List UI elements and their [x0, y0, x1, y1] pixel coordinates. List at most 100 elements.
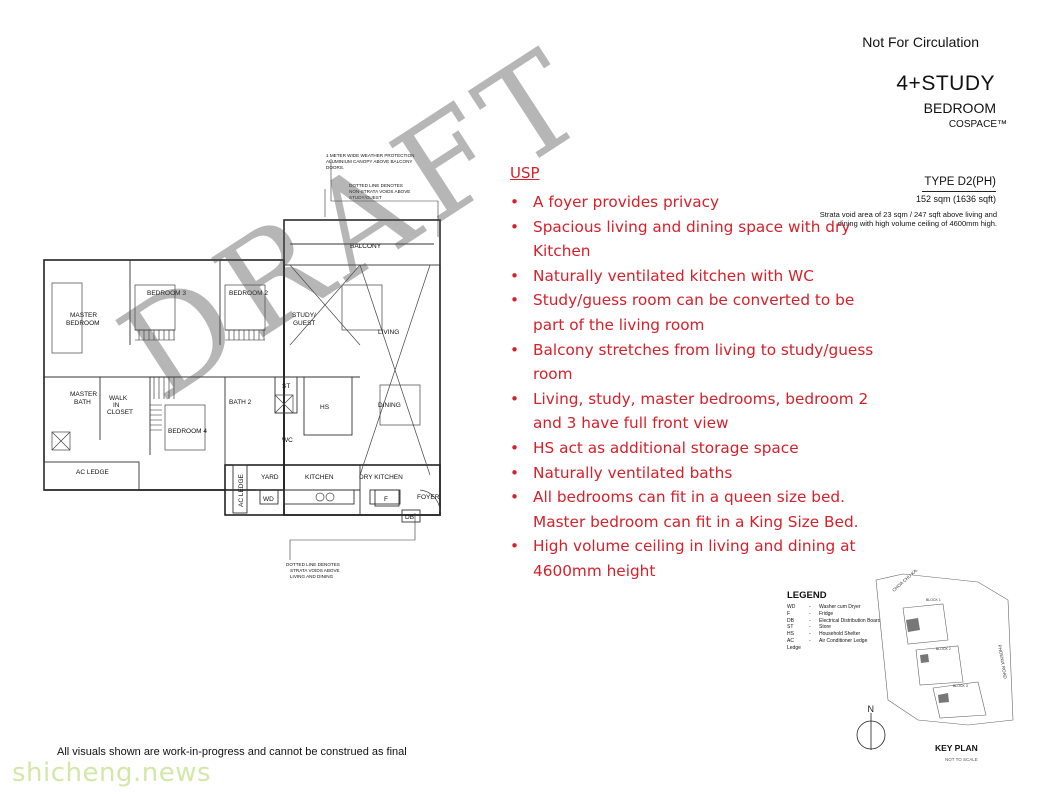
legend-desc: Air Conditioner Ledge — [819, 637, 868, 644]
room-label-master-bath: MASTER — [70, 391, 97, 398]
room-label-kitchen: KITCHEN — [305, 474, 334, 481]
room-label-study: GUEST — [293, 320, 315, 327]
legend-desc: Fridge — [819, 610, 834, 617]
legend-row: AC Ledge-Air Conditioner Ledge — [787, 637, 868, 651]
legend-code: HS — [787, 631, 794, 638]
balcony-box — [283, 219, 441, 266]
room-label-master-bedroom: MASTER — [70, 312, 97, 319]
canopy-note: 1 METER WIDE WEATHER PROTECTION — [326, 153, 414, 158]
room-label-bath-2: BATH 2 — [229, 399, 252, 406]
legend-row: WD-Washer cum Dryer — [787, 604, 861, 610]
canopy-note: DOORS. — [326, 165, 344, 170]
legend-title: LEGEND — [787, 590, 827, 601]
usp-item: A foyer provides privacy — [510, 190, 890, 215]
room-label-fridge: F — [384, 496, 388, 503]
dotted-note: DOTTED LINE DENOTES — [349, 183, 403, 188]
room-label-living: LIVING — [378, 329, 399, 336]
room-label-walk-in: WALK — [109, 395, 128, 402]
usp-item: Living, study, master bedrooms, bedroom … — [510, 387, 890, 436]
block-label: BLOCK 1 — [926, 598, 941, 602]
usp-item: All bedrooms can fit in a queen size bed… — [510, 485, 890, 534]
room-label-master-bath: BATH — [74, 399, 91, 406]
type-underline — [922, 191, 996, 192]
strata-void-note: DOTTED LINE DENOTES — [286, 562, 340, 567]
unit-highlight — [906, 618, 920, 632]
room-label-yard: YARD — [261, 474, 279, 481]
room-label-walk-in: IN — [113, 402, 120, 409]
ac-ledge-box — [43, 461, 140, 491]
road-label: CHOA CHU KANG ROAD — [891, 570, 934, 593]
ac-ledge-side-box — [232, 464, 248, 514]
strata-note: Strata void area of 23 sqm / 247 sqft ab… — [819, 210, 997, 229]
room-label-master-bedroom: BEDROOM — [66, 320, 100, 327]
north-label: N — [868, 704, 875, 714]
usp-item: Naturally ventilated baths — [510, 461, 890, 486]
usp-title: USP — [510, 164, 540, 182]
room-label-store: ST — [282, 383, 290, 390]
strata-void-note: STRATA VOIDS ABOVE — [290, 568, 340, 573]
fridge-box — [374, 489, 400, 507]
key-plan-map: CHOA CHU KANG ROAD PHOENIX ROAD BLOCK 1 … — [856, 570, 1014, 750]
legend-desc: Household Shelter — [819, 631, 861, 638]
key-plan-scale: NOT TO SCALE — [945, 757, 978, 762]
legend-desc: Washer cum Dryer — [819, 604, 861, 610]
usp-item: HS act as additional storage space — [510, 436, 890, 461]
legend-row: ST-Store — [787, 624, 831, 631]
washer-box — [259, 489, 279, 505]
usp-item: Study/guess room can be converted to be … — [510, 288, 890, 337]
unit-title: 4+STUDY — [896, 72, 995, 95]
room-label-bedroom-2: BEDROOM 2 — [229, 290, 268, 297]
room-label-ac-ledge: AC LEDGE — [76, 469, 110, 476]
legend-code: F — [787, 610, 791, 617]
legend-row: HS-Household Shelter — [787, 631, 861, 638]
legend-code: WD — [787, 604, 796, 610]
room-label-bedroom-3: BEDROOM 3 — [147, 290, 186, 297]
db-box — [401, 509, 421, 523]
key-plan-label: KEY PLAN — [935, 743, 978, 753]
room-label-study: STUDY/ — [292, 312, 316, 319]
room-label-wc: WC — [282, 437, 293, 444]
room-label-walk-in: CLOSET — [107, 409, 133, 416]
usp-section: USP A foyer provides privacy Spacious li… — [510, 164, 890, 584]
legend-code: DB — [787, 617, 794, 624]
legend-desc: Store — [819, 624, 831, 631]
room-label-dry-kitchen: DRY KITCHEN — [359, 474, 403, 481]
room-label-bedroom-4: BEDROOM 4 — [168, 428, 207, 435]
floor-plan: 1 METER WIDE WEATHER PROTECTION ALUMINIU… — [43, 153, 441, 579]
kitchen-block — [224, 464, 441, 516]
legend-desc: Electrical Distribution Board — [819, 617, 881, 624]
hs-box — [303, 376, 353, 436]
legend-row: F-Fridge — [787, 610, 834, 617]
usp-item: Spacious living and dining space with dr… — [510, 215, 890, 264]
site-watermark: shicheng.news — [12, 758, 212, 788]
usp-item: Naturally ventilated kitchen with WC — [510, 264, 890, 289]
disclaimer: All visuals shown are work-in-progress a… — [57, 746, 407, 758]
legend-code: AC Ledge — [787, 637, 801, 651]
room-label-db: DB — [405, 514, 414, 521]
usp-item: Balcony stretches from living to study/g… — [510, 338, 890, 387]
room-label-dining: DINING — [378, 402, 401, 409]
room-label-hs: HS — [320, 404, 330, 411]
not-for-circulation: Not For Circulation — [862, 34, 979, 50]
strata-void-note: LIVING AND DINING — [290, 574, 334, 579]
room-label-ac-ledge-side: AC LEDGE — [238, 473, 245, 507]
kitchen-counter — [283, 489, 355, 505]
block-label: BLOCK 3 — [953, 684, 968, 688]
room-label-wd: WD — [263, 496, 274, 503]
unit-subtitle: BEDROOM — [923, 100, 996, 116]
block-label: BLOCK 2 — [936, 647, 951, 651]
unit-type: TYPE D2(PH) — [924, 176, 996, 188]
brand-label: COSPACE™ — [948, 119, 1007, 130]
usp-list: A foyer provides privacy Spacious living… — [510, 190, 890, 584]
canopy-note: ALUMINIUM CANOPY ABOVE BALCONY — [326, 159, 412, 164]
room-label-balcony: BALCONY — [350, 243, 382, 250]
unit-area: 152 sqm (1636 sqft) — [915, 194, 996, 204]
dotted-note: STUDY/GUEST — [349, 195, 382, 200]
north-arrow: N — [856, 704, 886, 750]
room-label-foyer: FOYER — [417, 494, 440, 501]
legend-row: DB-Electrical Distribution Board — [787, 617, 881, 624]
legend: LEGEND WD-Washer cum Dryer F-Fridge DB-E… — [787, 590, 897, 652]
usp-item: High volume ceiling in living and dining… — [510, 534, 890, 583]
legend-code: ST — [787, 624, 794, 631]
dotted-note: NON-STRATA VOIDS ABOVE — [349, 189, 410, 194]
